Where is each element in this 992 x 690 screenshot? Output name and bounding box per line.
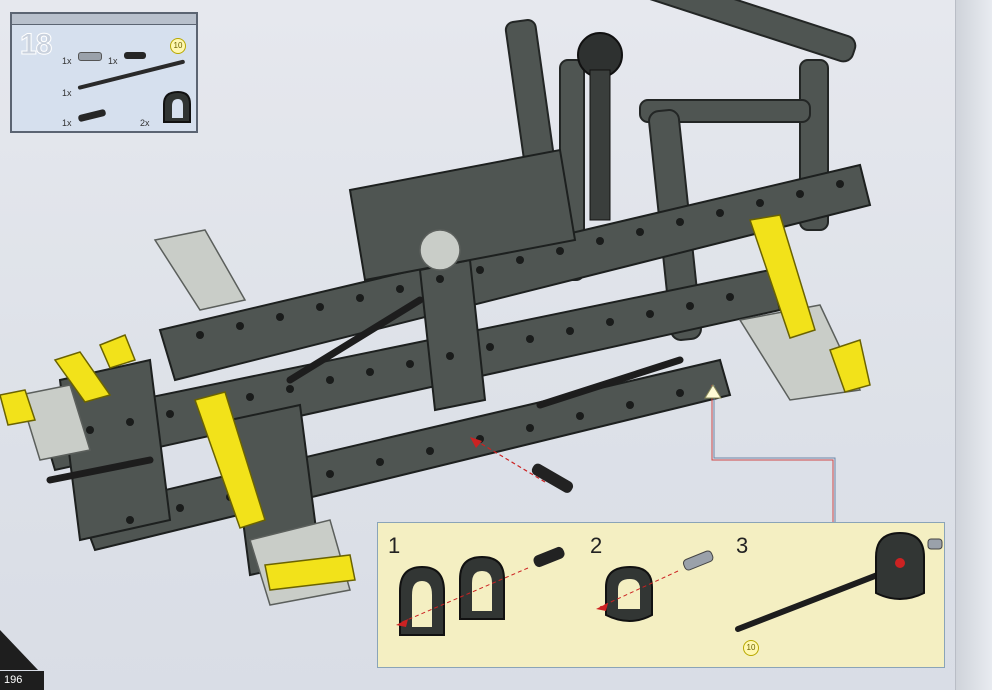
- step-number: 18: [19, 28, 52, 62]
- callout-illustration: [396, 531, 943, 636]
- d-shaped-liftarm-icon: [163, 90, 191, 123]
- axle-length-badge: 10: [743, 640, 759, 656]
- parts-list-box: 18 1x 1x 10 1x 1x 2x: [10, 12, 198, 133]
- page-number: 196: [0, 671, 44, 690]
- page-corner-decoration: [0, 630, 38, 670]
- qty-label: 2x: [140, 118, 150, 128]
- qty-label: 1x: [62, 56, 72, 66]
- axle-length-badge: 10: [170, 38, 186, 54]
- qty-label: 1x: [108, 56, 118, 66]
- qty-label: 1x: [62, 118, 72, 128]
- substep-number: 1: [388, 533, 401, 558]
- grey-pin-with-bush-icon: [78, 52, 102, 61]
- sub-assembly-callout: 1 2 3 10: [377, 522, 945, 668]
- substep-number: 2: [590, 533, 603, 558]
- next-page-edge: [955, 0, 992, 690]
- long-black-axle-icon: [77, 59, 186, 90]
- qty-label: 1x: [62, 88, 72, 98]
- parts-list-titlebar: [12, 14, 196, 25]
- black-pin-long-icon: [77, 108, 107, 123]
- substep-number: 3: [736, 533, 749, 558]
- black-friction-pin-icon: [124, 52, 146, 59]
